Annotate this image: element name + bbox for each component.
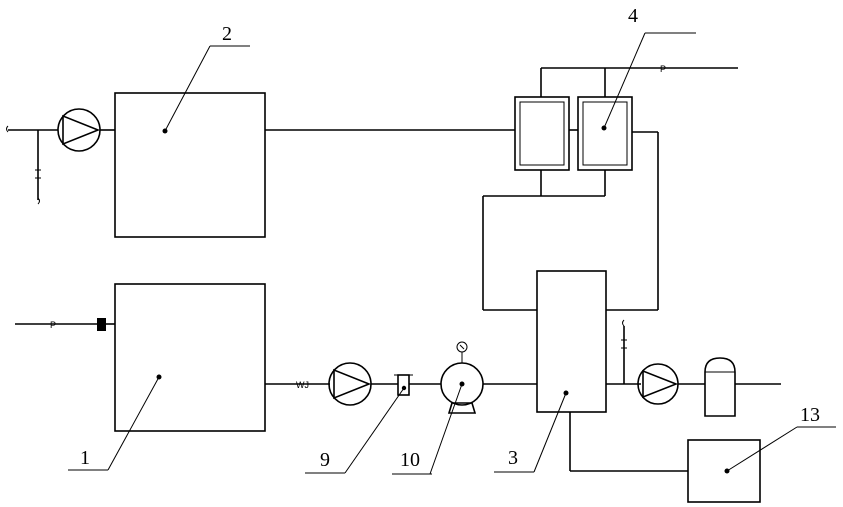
label-2: 2 bbox=[222, 23, 232, 45]
pump-icon-outlet bbox=[637, 363, 679, 405]
mark-p-left: P bbox=[50, 320, 56, 330]
leader-10 bbox=[429, 383, 463, 475]
right-vent-line bbox=[621, 319, 627, 384]
mark-p-top: P bbox=[660, 64, 666, 74]
pump-10 bbox=[440, 341, 484, 414]
leader-4 bbox=[603, 32, 646, 129]
tank-1 bbox=[114, 283, 266, 432]
label-10: 10 bbox=[400, 449, 420, 471]
mark-wj: WJ bbox=[296, 380, 309, 390]
top-manifold bbox=[540, 67, 738, 97]
leader-9 bbox=[344, 387, 405, 474]
label-4: 4 bbox=[628, 5, 638, 27]
leader-2 bbox=[164, 45, 211, 132]
label-3: 3 bbox=[508, 447, 518, 469]
heat-exchanger-4 bbox=[514, 96, 633, 171]
exchanger-column-loop bbox=[482, 131, 659, 311]
label-1: 1 bbox=[80, 447, 90, 469]
column-3 bbox=[536, 270, 607, 413]
filter-9 bbox=[394, 374, 413, 396]
leader-1 bbox=[107, 376, 160, 471]
label-9: 9 bbox=[320, 449, 330, 471]
tank-2 bbox=[114, 92, 266, 238]
leader-3 bbox=[533, 392, 567, 473]
upper-inlet-line bbox=[6, 125, 58, 205]
pump-icon-upper bbox=[57, 108, 101, 152]
leader-13 bbox=[726, 426, 798, 472]
label-13: 13 bbox=[800, 404, 820, 426]
left-feed-line bbox=[15, 318, 115, 331]
column-bottom-line bbox=[569, 412, 688, 472]
tank-13 bbox=[687, 439, 761, 503]
receiver-tank bbox=[704, 357, 736, 417]
pump-icon-feed bbox=[328, 362, 372, 406]
exchanger-4-marker bbox=[601, 125, 607, 131]
